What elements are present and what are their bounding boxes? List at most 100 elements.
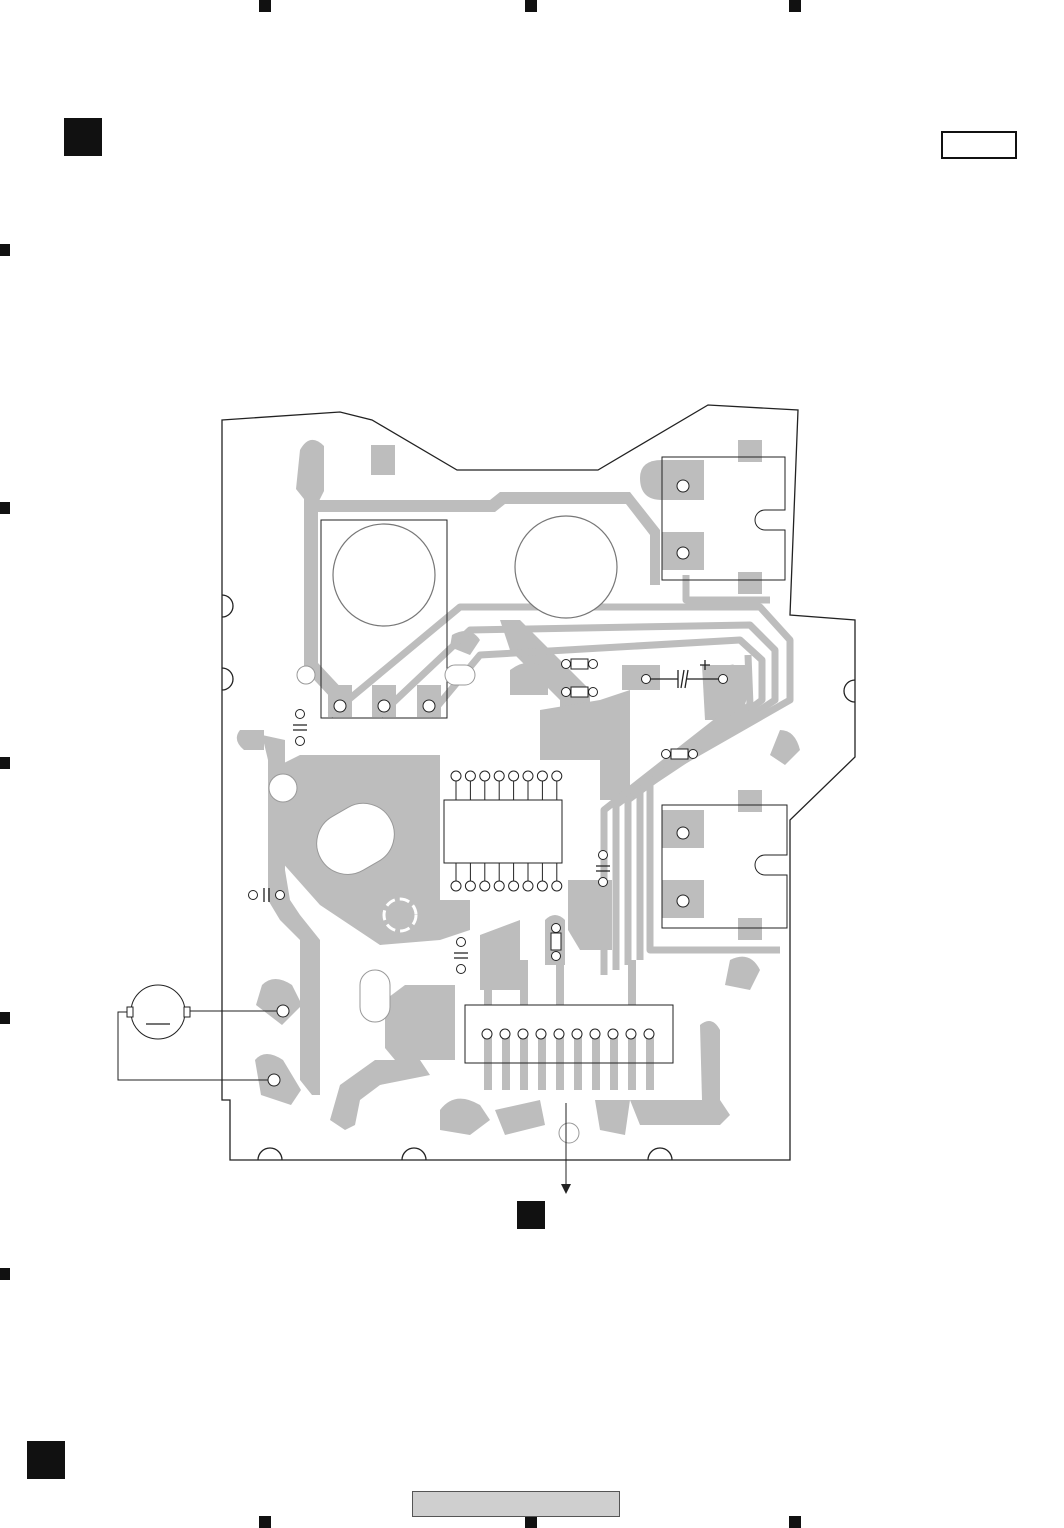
mount-hole-1 <box>297 666 315 684</box>
ic-pin-bottom-7 <box>537 881 547 891</box>
ic-pin-bottom-2 <box>465 881 475 891</box>
pad-jack-8 <box>738 918 762 940</box>
capacitor-4-pin-b <box>276 891 285 900</box>
ic-main-body <box>444 800 562 863</box>
pot-pin-3 <box>423 700 435 712</box>
ic-main-pins-top <box>451 771 562 800</box>
trace-bottom-left <box>330 1060 430 1130</box>
jack-hole-2 <box>677 547 689 559</box>
connector-pin-6 <box>572 1029 582 1039</box>
resistor-1 <box>571 659 588 669</box>
ic-pin-top-4 <box>494 771 504 781</box>
connector-up-trace-3 <box>556 960 564 1005</box>
connector-up-trace-4 <box>628 960 636 1005</box>
battery-terminal-right <box>184 1007 190 1017</box>
connector-pin-1 <box>482 1029 492 1039</box>
connector-pin-4 <box>536 1029 546 1039</box>
connector-pin-7 <box>590 1029 600 1039</box>
pad-bottom-3 <box>595 1100 630 1135</box>
pad-top-square <box>371 445 395 475</box>
electrolytic-pin-b <box>719 675 728 684</box>
mount-hole-left <box>269 774 297 802</box>
capacitor-3-pin-a <box>457 938 466 947</box>
resistor-3-pin-b <box>689 750 698 759</box>
pad-bottom-left-1 <box>385 985 455 1060</box>
trace-left-2 <box>237 730 264 750</box>
capacitor-1-symbol <box>293 725 307 730</box>
ic-pin-top-6 <box>523 771 533 781</box>
capacitor-4-pin-a <box>249 891 258 900</box>
resistor-2-pin-a <box>562 688 571 697</box>
mount-hole-oval <box>445 665 475 685</box>
resistor-2-pin-b <box>589 688 598 697</box>
ic-pin-top-5 <box>509 771 519 781</box>
board-notch-right <box>844 680 855 702</box>
jack-hole-1 <box>677 480 689 492</box>
ic-pin-bottom-3 <box>480 881 490 891</box>
pad-jack-6 <box>738 572 762 594</box>
component-circle-right <box>515 516 617 618</box>
battery-terminal-left <box>127 1007 133 1017</box>
trace-middle-2 <box>540 690 630 800</box>
connection-arrow-head <box>561 1184 571 1194</box>
battery-body <box>131 985 185 1039</box>
resistor-3 <box>671 749 688 759</box>
mount-hole-oval-2 <box>360 970 390 1022</box>
ic-pin-top-8 <box>552 771 562 781</box>
resistor-1-pin-b <box>589 660 598 669</box>
board-notch-bottom-3 <box>648 1148 672 1160</box>
pot-pin-1 <box>334 700 346 712</box>
connector-pin-8 <box>608 1029 618 1039</box>
resistor-3-pin-a <box>662 750 671 759</box>
resistor-4 <box>551 933 561 950</box>
ic-pin-top-7 <box>537 771 547 781</box>
connector-up-trace-1 <box>484 960 492 1005</box>
trace-bottom-right <box>700 1021 720 1100</box>
pot-pin-2 <box>378 700 390 712</box>
capacitor-3-symbol <box>454 953 468 958</box>
pad-right-blob <box>725 957 760 990</box>
resistor-1-pin-a <box>562 660 571 669</box>
mount-hole-bottom <box>559 1123 579 1143</box>
connector-pin-10 <box>644 1029 654 1039</box>
pad-upper-1 <box>510 663 548 696</box>
connector-pin-9 <box>626 1029 636 1039</box>
resistor-4-pin-a <box>552 924 561 933</box>
board-notch-bottom-1 <box>258 1148 282 1160</box>
battery-solder-1 <box>277 1005 289 1017</box>
board-notch-left-2 <box>222 668 233 690</box>
ic-main-pins-bottom <box>451 863 562 891</box>
capacitor-2-pin-b <box>599 878 608 887</box>
component-circle-volume <box>333 524 435 626</box>
board-notch-left-1 <box>222 595 233 617</box>
connector-body <box>465 1005 673 1063</box>
trace-left-4 <box>256 979 302 1025</box>
pad-jack-7 <box>738 790 762 812</box>
connector-pin-5 <box>554 1029 564 1039</box>
connector-pin-3 <box>518 1029 528 1039</box>
pad-upper-2 <box>622 665 660 690</box>
pad-jack-1 <box>640 460 704 500</box>
pad-bottom-2 <box>495 1100 545 1135</box>
capacitor-1-pin-a <box>296 710 305 719</box>
ic-pin-bottom-4 <box>494 881 504 891</box>
pad-right-blob-2 <box>770 730 800 765</box>
connector-pins <box>482 1029 654 1039</box>
ic-pin-top-3 <box>480 771 490 781</box>
jack-hole-4 <box>677 895 689 907</box>
connector-up-trace-2 <box>520 960 528 1005</box>
jack-hole-3 <box>677 827 689 839</box>
resistor-4-pin-b <box>552 952 561 961</box>
capacitor-2-pin-a <box>599 851 608 860</box>
ic-pin-bottom-5 <box>509 881 519 891</box>
ic-pin-bottom-1 <box>451 881 461 891</box>
battery-solder-2 <box>268 1074 280 1086</box>
capacitor-1-pin-b <box>296 737 305 746</box>
capacitor-3-pin-b <box>457 965 466 974</box>
resistor-2 <box>571 687 588 697</box>
ic-pin-bottom-6 <box>523 881 533 891</box>
ic-pin-bottom-8 <box>552 881 562 891</box>
electrolytic-pin-a <box>642 675 651 684</box>
pad-jack-5 <box>738 440 762 462</box>
